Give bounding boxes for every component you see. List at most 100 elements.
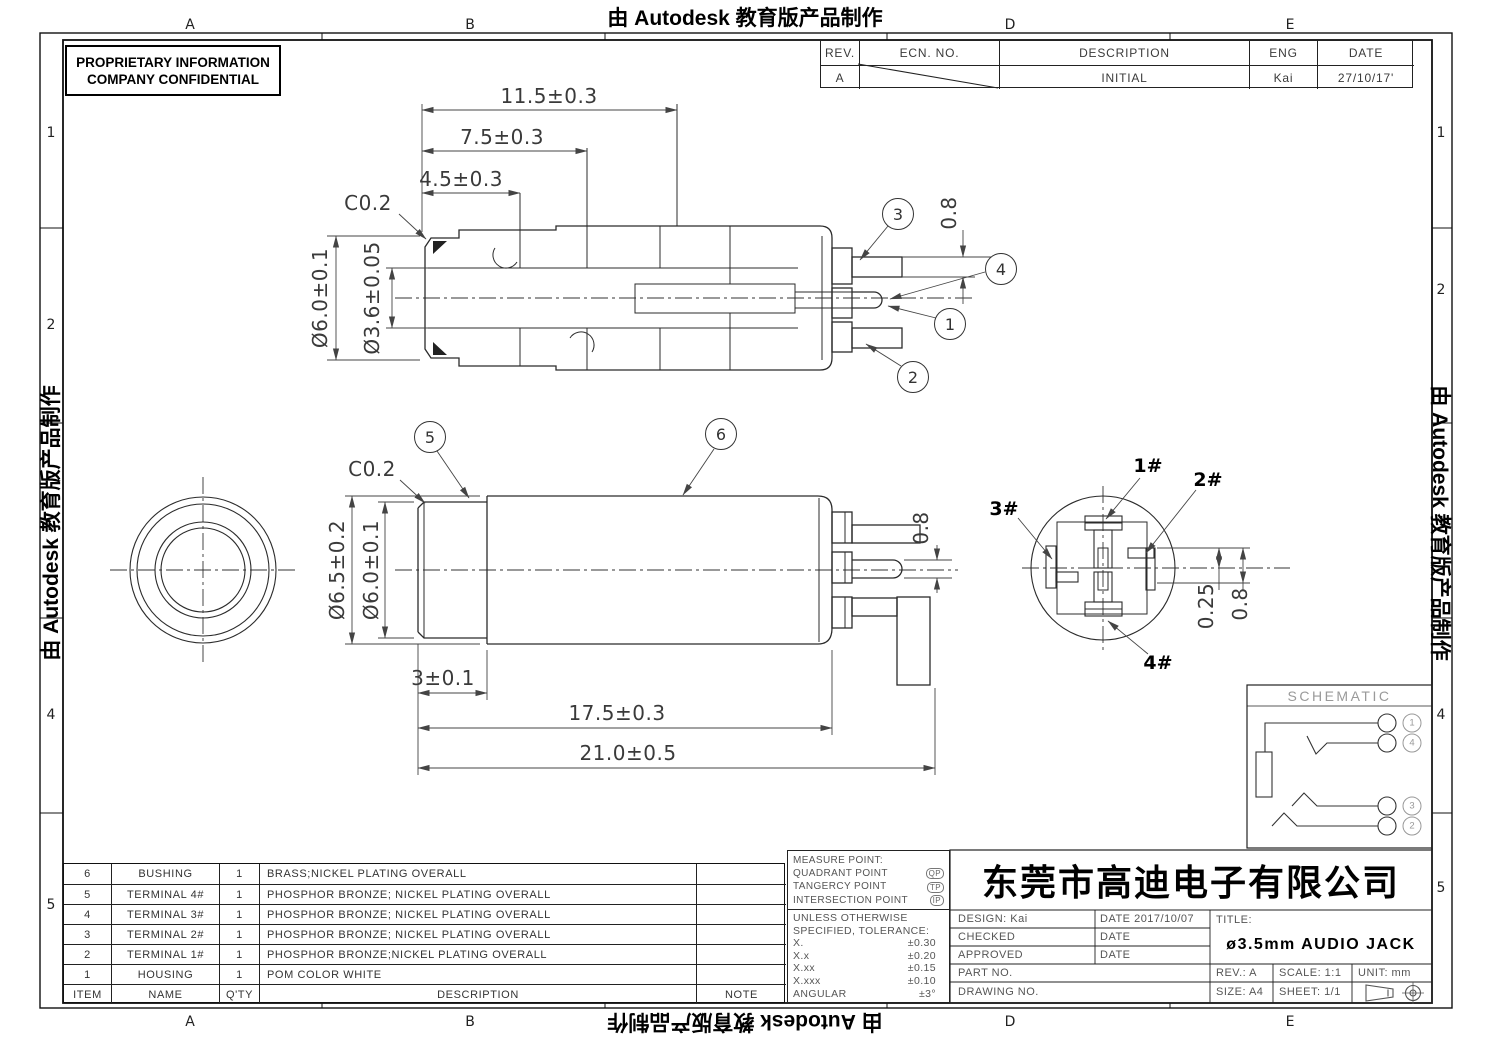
- bom-header-item: ITEM: [64, 984, 111, 1004]
- tolerance-section: UNLESS OTHERWISE SPECIFIED, TOLERANCE: X…: [788, 910, 949, 1002]
- bom-cell: 1: [219, 924, 259, 944]
- schematic-pin-1: 1: [1402, 713, 1422, 733]
- approved-date-cell: DATE: [1100, 949, 1131, 961]
- bom-cell: PHOSPHOR BRONZE; NICKEL PLATING OVERALL: [259, 924, 696, 944]
- zone-col-d-top: D: [1004, 17, 1016, 33]
- dim-dia-6-0-lower: Ø6.0±0.1: [359, 519, 383, 621]
- zone-row-2-right: 2: [1436, 282, 1446, 298]
- tol-xxxx-label: X.xxx: [793, 974, 821, 987]
- approved-cell: APPROVED: [958, 949, 1024, 961]
- rear-pin3-label: 3#: [989, 498, 1019, 520]
- qp-badge: QP: [925, 868, 944, 880]
- zone-col-e-top: E: [1285, 17, 1295, 33]
- zone-row-1-right: 1: [1436, 125, 1446, 141]
- rear-pin4-label: 4#: [1143, 652, 1173, 674]
- bom-cell: 2: [64, 944, 111, 964]
- bom-cell: 1: [219, 904, 259, 924]
- tangercy-point-label: TANGERCY POINT: [793, 881, 887, 893]
- dim-dia-3-6: Ø3.6±0.05: [360, 241, 384, 355]
- bom-cell: 4: [64, 904, 111, 924]
- zone-row-4-right: 4: [1436, 707, 1446, 723]
- company-name: 东莞市高迪电子有限公司: [981, 862, 1400, 903]
- bom-cell: 3: [64, 924, 111, 944]
- bom-header-description: DESCRIPTION: [259, 984, 696, 1004]
- bom-cell: 1: [219, 944, 259, 964]
- schematic-pin-3: 3: [1402, 796, 1422, 816]
- watermark-right: 由 Autodesk 教育版产品制作: [1428, 385, 1451, 661]
- zone-row-2-left: 2: [46, 317, 56, 333]
- dim-3: 3±0.1: [411, 666, 475, 690]
- sheet-cell: SHEET: 1/1: [1279, 986, 1341, 998]
- drawing-title: ø3.5mm AUDIO JACK: [1226, 936, 1416, 953]
- bom-cell: TERMINAL 3#: [111, 904, 219, 924]
- design-cell: DESIGN: Kai: [958, 913, 1028, 925]
- rev-header-eng: ENG: [1249, 41, 1317, 65]
- rev-header-rev: REV.: [824, 46, 856, 60]
- bom-cell: 1: [64, 964, 111, 984]
- balloon-4: 4: [985, 253, 1017, 285]
- dim-11-5: 11.5±0.3: [500, 84, 598, 108]
- size-cell: SIZE: A4: [1216, 986, 1264, 998]
- schematic-pin-4: 4: [1402, 733, 1422, 753]
- bom-cell: BRASS;NICKEL PLATING OVERALL: [259, 864, 696, 884]
- revision-table: REV. ECN. NO. DESCRIPTION ENG DATE A INI…: [820, 40, 1414, 89]
- part-no-cell: PART NO.: [958, 967, 1013, 979]
- zone-col-b-top: B: [465, 17, 475, 33]
- tol-xx-value: ±0.20: [907, 949, 936, 962]
- dim-17-5: 17.5±0.3: [568, 701, 666, 725]
- tolerance-line2: SPECIFIED, TOLERANCE:: [793, 924, 930, 937]
- bom-cell: BUSHING: [111, 864, 219, 884]
- front-view-circles: [129, 496, 277, 644]
- zone-col-b-bottom: B: [465, 1014, 475, 1030]
- tol-xxx-label: X.xx: [793, 962, 816, 975]
- dim-dia-6-5: Ø6.5±0.2: [325, 519, 349, 621]
- dim-0-8-lower: 0.8: [909, 511, 933, 545]
- dim-dia-6-0-upper: Ø6.0±0.1: [308, 247, 332, 349]
- unit-cell: UNIT: mm: [1358, 967, 1411, 979]
- proprietary-stamp: PROPRIETARY INFORMATION COMPANY CONFIDEN…: [65, 45, 281, 96]
- bom-cell: TERMINAL 1#: [111, 944, 219, 964]
- rev-cell-rev: A: [821, 65, 859, 89]
- bom-cell: PHOSPHOR BRONZE;NICKEL PLATING OVERALL: [259, 944, 696, 964]
- dim-chamfer-upper: C0.2: [344, 191, 392, 215]
- schematic-title: SCHEMATIC: [1287, 687, 1392, 704]
- dim-0-8-upper: 0.8: [937, 196, 961, 230]
- dimension-lines: [327, 104, 1250, 775]
- zone-row-4-left: 4: [46, 707, 56, 723]
- zone-row-1-left: 1: [46, 125, 56, 141]
- bom-cell-note: [696, 864, 786, 884]
- watermark-top: 由 Autodesk 教育版产品制作: [607, 7, 883, 30]
- bom-cell-note: [696, 924, 786, 944]
- upper-view-outline: [424, 225, 903, 371]
- tol-x-value: ±0.30: [907, 937, 936, 950]
- stamp-line2: COMPANY CONFIDENTIAL: [87, 71, 259, 87]
- centerlines: [110, 297, 1290, 663]
- balloon-6: 6: [705, 418, 737, 450]
- bom-cell: PHOSPHOR BRONZE; NICKEL PLATING OVERALL: [259, 884, 696, 904]
- balloon-3: 3: [882, 198, 914, 230]
- zone-row-5-left: 5: [46, 897, 56, 913]
- bom-cell: PHOSPHOR BRONZE; NICKEL PLATING OVERALL: [259, 904, 696, 924]
- drawing-no-cell: DRAWING NO.: [958, 986, 1039, 998]
- bom-cell: 6: [84, 868, 91, 880]
- watermark-left: 由 Autodesk 教育版产品制作: [40, 385, 63, 661]
- tol-angular-label: ANGULAR: [793, 987, 847, 1000]
- rev-cell-ecn: [859, 65, 999, 89]
- title-block-rules: [949, 849, 1433, 1004]
- tol-x-label: X.: [793, 937, 804, 950]
- bom-cell: 1: [219, 884, 259, 904]
- rev-header-date: DATE: [1317, 41, 1414, 65]
- bom-cell: HOUSING: [111, 964, 219, 984]
- bom-cell: 1: [219, 864, 259, 884]
- bom-cell: TERMINAL 2#: [111, 924, 219, 944]
- dim-0-25-rear: 0.25: [1194, 582, 1218, 630]
- rear-pin1-label: 1#: [1133, 455, 1163, 477]
- ecn-diagonal: [857, 63, 999, 89]
- bom-cell: TERMINAL 4#: [111, 884, 219, 904]
- bom-cell-note: [696, 964, 786, 984]
- tp-badge: TP: [926, 881, 944, 893]
- rev-cell-description: INITIAL: [999, 65, 1249, 89]
- quadrant-point-label: QUADRANT POINT: [793, 868, 888, 880]
